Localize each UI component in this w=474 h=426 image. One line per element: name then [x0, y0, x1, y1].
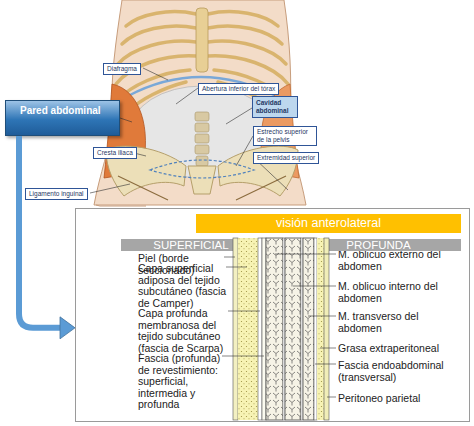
vertebra — [195, 123, 209, 132]
torso-figure — [94, 0, 306, 206]
node-text: Diafragma — [107, 65, 137, 73]
leader-line — [176, 88, 198, 104]
side-band: PROFUNDA — [296, 239, 461, 251]
node-text: Capa profunda membranosa del tejido subc… — [138, 308, 234, 354]
label-box: Ligamento inguinal — [25, 188, 88, 200]
node-text: Fascia (profunda) de revestimiento: supe… — [138, 353, 234, 411]
leader-line — [143, 68, 168, 80]
node-text: Cresta iliaca — [97, 149, 133, 157]
node-text: Extremidad superior — [257, 154, 315, 162]
inguinal-ligament — [118, 176, 286, 200]
node-text: Estrecho superior de la pelvis — [257, 128, 313, 144]
vertebra — [195, 145, 209, 154]
rib — [118, 41, 196, 64]
rib — [122, 26, 196, 44]
spine — [195, 112, 209, 166]
rib — [208, 12, 278, 26]
node-text: M. oblicuo interno del abdomen — [338, 281, 450, 304]
leader-line — [90, 184, 130, 193]
view-banner: visión anterolateral — [196, 214, 461, 233]
detail-panel: Piel (borde seccionado)Capa superficial … — [75, 208, 470, 422]
node-text: Cavidad abdominal — [256, 99, 294, 115]
label-box: Abertura inferior del tórax — [198, 83, 279, 95]
node-text: PROFUNDA — [346, 239, 411, 251]
highlight-box: Cavidad abdominal — [252, 96, 298, 118]
side-band: SUPERFICIAL — [121, 239, 261, 251]
node-text: Fascia endoabdominal (transversal) — [338, 360, 462, 383]
pelvic-inlet — [150, 160, 254, 178]
node-text: M. oblicuo externo del abdomen — [338, 249, 450, 272]
torso-skin — [94, 0, 306, 205]
rib — [208, 56, 288, 84]
node-text: Peritoneo parietal — [338, 393, 462, 405]
vertebra — [195, 134, 209, 143]
rib — [208, 26, 282, 44]
leader-line — [120, 118, 132, 122]
rib — [208, 41, 286, 64]
leader-line — [226, 108, 252, 124]
arrow-shaft — [19, 136, 61, 328]
bent-arrow — [19, 136, 75, 339]
node-text: Abertura inferior del tórax — [202, 85, 275, 93]
node-text: SUPERFICIAL — [153, 239, 228, 251]
leader-line — [236, 136, 253, 166]
node-text: Ligamento inguinal — [29, 190, 84, 198]
node-text: Grasa extraperitoneal — [338, 343, 462, 355]
vertebra — [195, 112, 209, 121]
label-box: Extremidad superior — [253, 152, 319, 164]
rib — [126, 12, 196, 26]
node-text: Pared abdominal — [20, 105, 113, 117]
title-box: Pared abdominal — [5, 100, 120, 136]
thigh-left — [96, 205, 146, 206]
node-text: M. transverso del abdomen — [338, 311, 450, 334]
vertebra — [196, 156, 208, 166]
node-text: Capa superficial adiposa del tejido subc… — [138, 263, 234, 309]
label-box: Diafragma — [103, 63, 141, 75]
rib — [130, 82, 186, 110]
node-text: visión anterolateral — [276, 218, 381, 230]
sternum — [196, 8, 208, 72]
sacrum — [188, 166, 216, 194]
label-box: Estrecho superior de la pelvis — [253, 126, 317, 146]
label-box: Cresta iliaca — [93, 147, 137, 159]
arrow-head — [60, 317, 75, 339]
